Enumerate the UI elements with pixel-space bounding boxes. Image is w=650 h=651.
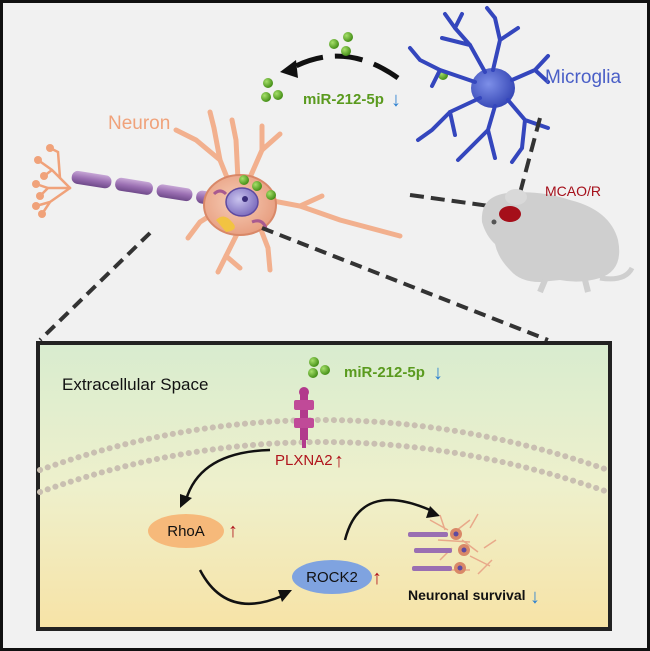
mirna-dots-inset [308, 357, 330, 378]
mirna-label-top: miR-212-5p [303, 91, 384, 108]
mirna-dots-neuron [239, 175, 276, 200]
arrow-rock2-to-survival [343, 498, 440, 541]
rhoa-node [148, 514, 224, 548]
neuron-mouse-link [409, 193, 505, 210]
microglia-mouse-link [514, 117, 542, 209]
plxna2-receptor [294, 387, 314, 448]
mcao-label: MCAO/R [545, 183, 601, 199]
release-arc-arrow [280, 53, 400, 81]
mirna-down-arrow-inset: ↓ [433, 362, 443, 384]
survival-down-arrow: ↓ [530, 586, 540, 608]
mirna-label-inset: miR-212-5p [344, 364, 425, 381]
mirna-down-arrow-top: ↓ [391, 89, 401, 111]
mouse-illustration [481, 189, 635, 294]
zoom-line-left [38, 231, 152, 342]
extracellular-space-label: Extracellular Space [62, 375, 208, 394]
microglia-label: Microglia [545, 67, 621, 88]
rock2-label: ROCK2 [306, 569, 358, 586]
rhoa-up-arrow: ↑ [228, 520, 238, 542]
neuron-cluster-icon [408, 513, 497, 575]
lesion-mark [499, 206, 521, 222]
plxna2-up-arrow: ↑ [334, 450, 344, 472]
membrane-inner [37, 439, 611, 495]
microglia-cell [408, 6, 550, 164]
zoom-line-right [261, 226, 549, 342]
rock2-node [292, 560, 372, 594]
plxna2-label: PLXNA2 [275, 452, 333, 469]
rhoa-label: RhoA [167, 523, 205, 540]
neuronal-survival-label: Neuronal survival [408, 587, 526, 603]
neuron-cell [32, 109, 403, 275]
rock2-up-arrow: ↑ [372, 567, 382, 589]
arrow-rhoa-to-rock2 [198, 569, 292, 605]
neuron-label: Neuron [108, 113, 170, 134]
membrane-outer [37, 417, 611, 473]
arrow-plxna2-to-rhoa [180, 448, 271, 508]
